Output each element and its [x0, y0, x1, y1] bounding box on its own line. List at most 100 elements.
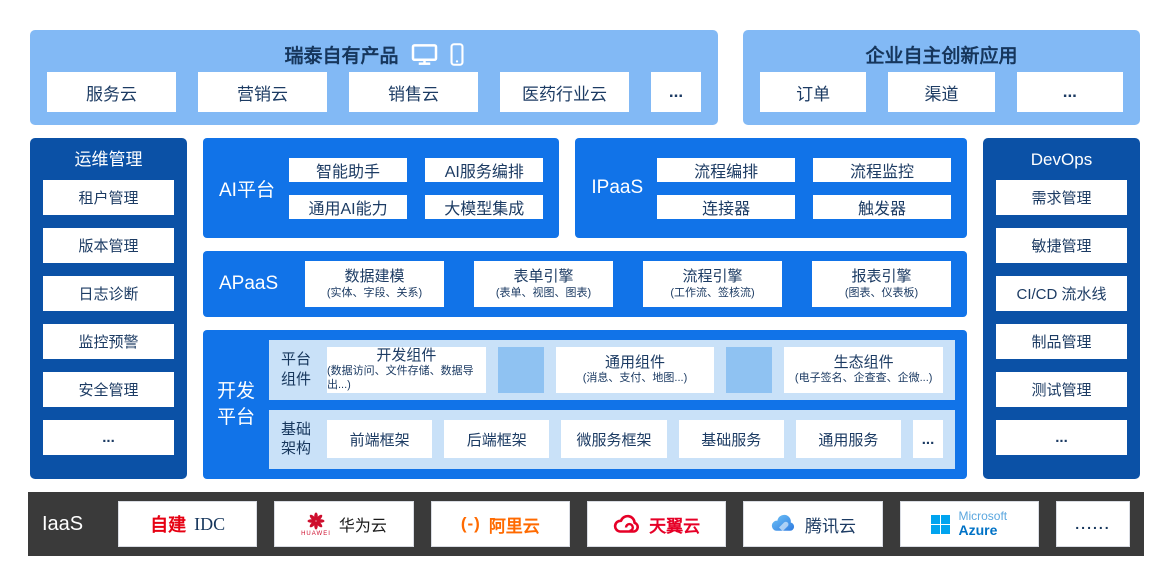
- tencent-cloud-icon: [770, 514, 797, 534]
- ipaas-items: 流程编排 流程监控 连接器 触发器: [657, 157, 951, 219]
- vendor-microsoft-azure: Microsoft Azure: [899, 501, 1039, 547]
- ai-item: 智能助手: [288, 157, 408, 182]
- apaas-box: APaaS 数据建模 (实体、字段、关系) 表单引擎 (表单、视图、图表) 流程…: [203, 251, 967, 317]
- ops-item: 安全管理: [43, 372, 174, 407]
- ops-item: 租户管理: [43, 180, 174, 215]
- component-sub: (消息、支付、地图...): [582, 372, 688, 385]
- microsoft-text: Microsoft: [958, 509, 1008, 524]
- own-products-header: 瑞泰自有产品: [47, 36, 701, 72]
- tianyi-cloud-label: 天翼云: [649, 516, 701, 536]
- apaas-item-sub: (表单、视图、图表): [495, 286, 592, 299]
- ops-item: 版本管理: [43, 228, 174, 263]
- own-products-items: 服务云 营销云 销售云 医药行业云 ...: [47, 72, 701, 112]
- devops-item: 敏捷管理: [996, 228, 1127, 263]
- apaas-item: 流程引擎 (工作流、签核流): [643, 261, 782, 307]
- app-box: 渠道: [888, 72, 995, 112]
- idc-cn-text: 自建: [150, 515, 187, 535]
- product-box: 服务云: [47, 72, 176, 112]
- ai-item: 通用AI能力: [288, 194, 408, 219]
- innovation-apps-header: 企业自主创新应用: [760, 36, 1123, 72]
- huawei-logo-icon: HUAWEI: [301, 512, 331, 537]
- ai-item: AI服务编排: [425, 157, 544, 182]
- component-sub: (电子签名、企查查、企微...): [794, 372, 933, 385]
- infrastructure-band: 基础架构 前端框架 后端框架 微服务框架 基础服务 通用服务 ...: [269, 409, 955, 469]
- vendor-tianyi-cloud: 天翼云: [586, 501, 727, 547]
- ipaas-item: 连接器: [657, 194, 796, 219]
- azure-text: Azure: [958, 521, 998, 538]
- band-spacer: [497, 346, 544, 393]
- infrastructure-label: 基础架构: [281, 420, 312, 458]
- monitor-icon: [411, 43, 438, 66]
- infrastructure-item: 后端框架: [444, 420, 550, 459]
- dev-platform-box: 开发平台 平台组件 开发组件 (数据访问、文件存储、数据导出...) 通用组件 …: [203, 330, 967, 479]
- infrastructure-item: 基础服务: [678, 420, 784, 459]
- infrastructure-item: 微服务框架: [561, 420, 667, 459]
- platform-component-item: 生态组件 (电子签名、企查查、企微...): [784, 346, 944, 393]
- dev-platform-label: 开发平台: [217, 380, 256, 428]
- alibaba-cloud-label: 阿里云: [488, 516, 540, 536]
- ai-ipaas-row: AI平台 智能助手 AI服务编排 通用AI能力 大模型集成 IPaaS 流程编排…: [203, 138, 967, 238]
- ops-management-title: 运维管理: [74, 150, 143, 169]
- platform-component-item: 开发组件 (数据访问、文件存储、数据导出...): [327, 347, 486, 393]
- ipaas-item: 流程编排: [657, 157, 796, 182]
- own-products-panel: 瑞泰自有产品 服务云 营销云 销售云 医药行业云 ...: [30, 30, 718, 125]
- alibaba-cloud-icon: (-): [460, 514, 481, 533]
- vendor-huawei-cloud: HUAWEI 华为云: [274, 501, 414, 547]
- infrastructure-item: 前端框架: [327, 420, 433, 459]
- tianyi-cloud-icon: [613, 514, 641, 535]
- component-title: 生态组件: [833, 353, 894, 371]
- ai-platform-box: AI平台 智能助手 AI服务编排 通用AI能力 大模型集成: [203, 138, 560, 238]
- component-sub: (数据访问、文件存储、数据导出...): [327, 365, 474, 392]
- dev-platform-rows: 平台组件 开发组件 (数据访问、文件存储、数据导出...) 通用组件 (消息、支…: [269, 340, 955, 469]
- apaas-item: 表单引擎 (表单、视图、图表): [474, 261, 613, 307]
- product-box: 营销云: [198, 72, 327, 112]
- vendor-tencent-cloud: 腾讯云: [743, 501, 883, 547]
- azure-wordmark: Microsoft Azure: [958, 510, 1007, 537]
- apaas-item-title: 报表引擎: [851, 267, 912, 285]
- ai-item: 大模型集成: [425, 194, 544, 219]
- product-box-more: ...: [651, 72, 701, 112]
- infrastructure-item: 通用服务: [795, 420, 902, 459]
- tencent-cloud-label: 腾讯云: [804, 516, 856, 536]
- ops-item: 日志诊断: [43, 276, 174, 311]
- app-box: 订单: [760, 72, 867, 112]
- middle-row: 运维管理 租户管理 版本管理 日志诊断 监控预警 安全管理 ... AI平台 智…: [30, 138, 1140, 479]
- apaas-item-sub: (工作流、签核流): [670, 286, 755, 299]
- apaas-item: 报表引擎 (图表、仪表板): [812, 261, 951, 307]
- apaas-item-title: 表单引擎: [513, 267, 574, 285]
- huawei-wordmark: HUAWEI: [301, 530, 331, 537]
- apaas-label: APaaS: [219, 273, 279, 294]
- idc-en-text: IDC: [194, 513, 226, 534]
- azure-windows-icon: [931, 514, 951, 534]
- component-title: 开发组件: [376, 346, 437, 364]
- vendor-more: ......: [1055, 501, 1130, 547]
- devops-item: 制品管理: [996, 324, 1127, 359]
- devops-title: DevOps: [1030, 150, 1093, 169]
- apaas-item-sub: (实体、字段、关系): [326, 286, 423, 299]
- ipaas-label: IPaaS: [591, 177, 644, 198]
- innovation-apps-panel: 企业自主创新应用 订单 渠道 ...: [743, 30, 1140, 125]
- apaas-item-title: 数据建模: [344, 267, 405, 285]
- top-row: 瑞泰自有产品 服务云 营销云 销售云 医药行业云 ... 企业自主创新应用: [30, 30, 1140, 125]
- vendor-alibaba-cloud: (-) 阿里云: [430, 501, 570, 547]
- ops-management-column: 运维管理 租户管理 版本管理 日志诊断 监控预警 安全管理 ...: [30, 138, 187, 479]
- platform-component-item: 通用组件 (消息、支付、地图...): [555, 346, 715, 393]
- iaas-bar: IaaS 自建 IDC: [28, 492, 1144, 556]
- platform-components-band: 平台组件 开发组件 (数据访问、文件存储、数据导出...) 通用组件 (消息、支…: [269, 340, 955, 400]
- ops-item: 监控预警: [43, 324, 174, 359]
- component-title: 通用组件: [605, 353, 666, 371]
- apaas-item-title: 流程引擎: [682, 267, 743, 285]
- center-column: AI平台 智能助手 AI服务编排 通用AI能力 大模型集成 IPaaS 流程编排…: [203, 138, 967, 479]
- band-spacer: [726, 346, 773, 393]
- innovation-apps-title: 企业自主创新应用: [865, 45, 1018, 67]
- vendor-self-idc: 自建 IDC: [117, 501, 258, 547]
- devops-item: CI/CD 流水线: [996, 276, 1127, 311]
- ops-item-more: ...: [43, 420, 174, 455]
- ipaas-item: 流程监控: [813, 157, 951, 182]
- ai-platform-label: AI平台: [219, 179, 275, 201]
- devops-item-more: ...: [996, 420, 1127, 455]
- product-box: 医药行业云: [500, 72, 629, 112]
- devops-item: 需求管理: [996, 180, 1127, 215]
- innovation-apps-items: 订单 渠道 ...: [760, 72, 1123, 112]
